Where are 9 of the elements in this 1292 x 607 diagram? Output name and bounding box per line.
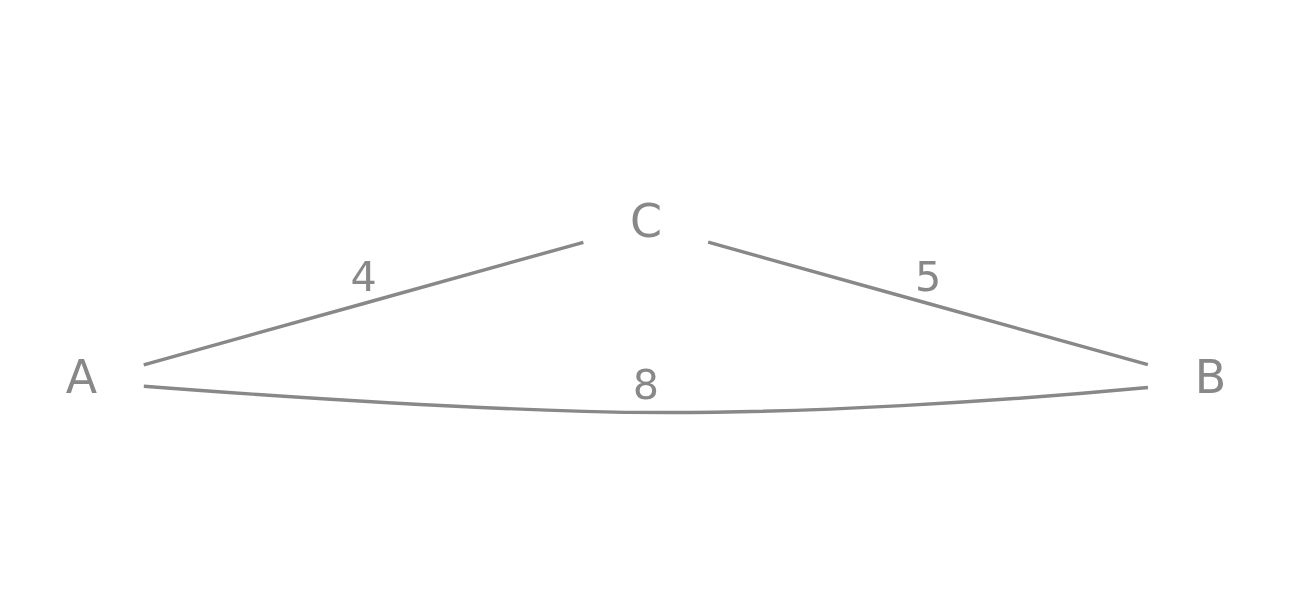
node-text: C [629,193,663,248]
edge-label: 5 [915,252,942,301]
connector [143,240,584,367]
node-text: A [65,349,98,404]
node-text: B [1194,349,1227,404]
connector [707,240,1149,367]
connector [143,384,1149,415]
edge-label: 4 [350,252,377,301]
edge-label: 8 [632,360,660,409]
